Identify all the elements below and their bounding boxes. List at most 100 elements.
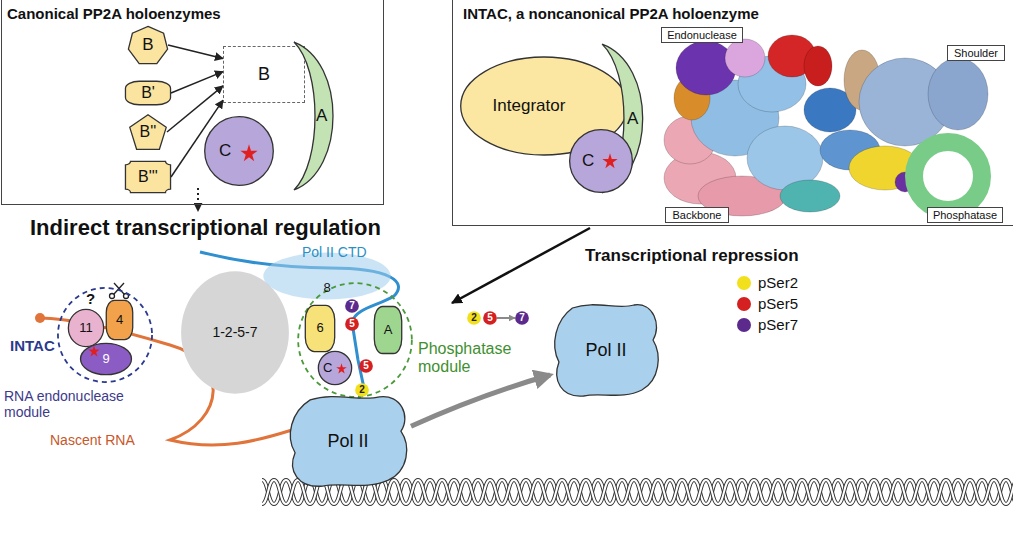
module-outline — [298, 283, 412, 397]
catalytic-subunit — [318, 351, 351, 384]
active-site-star — [336, 363, 347, 373]
map-density — [928, 58, 988, 130]
subunit-shape — [81, 343, 132, 374]
catalytic-subunit: C — [569, 129, 633, 193]
node-label: Pol II — [327, 431, 368, 452]
scaffold-subunit: A — [291, 39, 341, 193]
node-label: 2 — [471, 313, 477, 323]
node-label: Phosphatase module — [418, 340, 518, 377]
node-label: B — [258, 64, 270, 85]
part-label: Pol II CTD — [302, 244, 367, 260]
pser-dot — [345, 299, 359, 313]
map-density — [914, 142, 982, 210]
legend-row: pSer5 — [737, 295, 798, 312]
node-label: 4 — [116, 313, 123, 328]
subunit-shape — [130, 115, 166, 150]
label-slot: INTAC — [10, 337, 55, 354]
legend-label: pSer7 — [758, 316, 798, 333]
node-label: 1-2-5-7 — [212, 324, 257, 340]
active-site-star — [88, 345, 100, 357]
node-label: Backbone — [673, 209, 722, 222]
map-label: Shoulder — [947, 45, 1005, 61]
dotted-arrow — [197, 188, 199, 211]
section-title: Indirect transcriptional regulation — [30, 214, 381, 242]
pser-dot — [355, 383, 369, 397]
pser-dot: 2 — [355, 383, 369, 397]
node-label: 7 — [519, 313, 525, 323]
pser-dot — [515, 311, 529, 325]
subunit-shape — [106, 300, 132, 339]
pser-dot — [467, 311, 481, 325]
panel: Canonical PP2A holoenzymesBB'B''B'''BAC — [1, 0, 384, 205]
active-site-star — [602, 153, 618, 169]
subunit-slot: B — [223, 46, 305, 103]
label-slot: Transcriptional repression — [585, 246, 799, 266]
node-label: B — [142, 35, 153, 55]
subunit-shape: 6 — [305, 305, 335, 352]
subunit-shape — [305, 305, 334, 351]
legend-label: pSer5 — [758, 295, 798, 312]
module-outline: RNA endonuclease module1149 — [57, 287, 153, 383]
map-label: Backbone — [665, 207, 729, 223]
subunit-shape: 11 — [68, 309, 104, 347]
subunit-shape: B'' — [129, 114, 167, 150]
legend-row: pSer7 — [737, 316, 798, 333]
catalytic-subunit: C — [204, 116, 274, 186]
map-density — [804, 46, 832, 86]
node-label: 5 — [363, 361, 369, 371]
subunit-shape — [125, 81, 170, 105]
map-label: Phosphatase — [927, 207, 1003, 223]
label-slot: Nascent RNA — [50, 432, 135, 448]
node-label: 9 — [102, 352, 109, 367]
catalytic-subunit — [570, 130, 633, 193]
node-label: Endonuclease — [667, 29, 737, 42]
node-label: C — [219, 141, 231, 161]
active-site-star — [602, 153, 617, 168]
arrow-connector — [411, 375, 550, 426]
subunit-shape — [374, 306, 401, 353]
node-label: Shoulder — [954, 47, 998, 60]
pser-dot: 5 — [483, 311, 497, 325]
node-label: 7 — [349, 301, 355, 311]
node-label: 5 — [349, 319, 355, 329]
subunit-shape: A — [374, 306, 402, 354]
subunit-shape: 4 — [106, 300, 133, 340]
arrow-connector — [497, 317, 515, 319]
legend-swatch — [737, 318, 751, 332]
pol2-blob: Pol II — [285, 392, 411, 490]
label-slot: Pol II CTD — [302, 244, 367, 260]
node-label: A — [627, 109, 638, 129]
active-site-star — [240, 144, 258, 162]
node-label: C — [323, 361, 332, 376]
pser-dot: 2 — [467, 311, 481, 325]
subunit-shape: 9 — [80, 343, 132, 375]
part-label: Nascent RNA — [50, 432, 135, 448]
arrow-connector — [167, 86, 223, 132]
node-label: 11 — [79, 321, 93, 336]
arrow-connector — [168, 45, 223, 59]
label-slot: ? — [86, 290, 95, 307]
section-heading: Transcriptional repression — [585, 246, 799, 266]
pointer-arrow — [452, 228, 590, 303]
node-label: B' — [141, 84, 155, 102]
scaffold-subunit — [294, 42, 333, 190]
node-label: A — [316, 106, 327, 126]
question-mark: ? — [86, 290, 95, 307]
node-label: Phosphatase — [933, 209, 997, 222]
pser-dot — [359, 359, 373, 373]
module-outline: Phosphatase module6AC7552 — [297, 282, 413, 398]
node-label: C — [582, 151, 594, 171]
map-density — [725, 39, 765, 77]
pol2-blob: Pol II — [550, 300, 662, 400]
pser-dot — [483, 311, 497, 325]
node-label: 5 — [487, 313, 493, 323]
node-label: Canonical PP2A holoenzymes — [7, 5, 388, 22]
catalytic-subunit — [205, 117, 274, 186]
active-site-star — [240, 144, 257, 161]
node-label: A — [384, 323, 393, 338]
node-label: INTAC, a noncanonical PP2A holoenzyme — [463, 5, 1013, 22]
node-label: 6 — [316, 321, 323, 336]
node-label: B''' — [138, 168, 158, 186]
subunit-shape: B' — [125, 81, 171, 105]
node-label: Pol II — [585, 340, 626, 361]
